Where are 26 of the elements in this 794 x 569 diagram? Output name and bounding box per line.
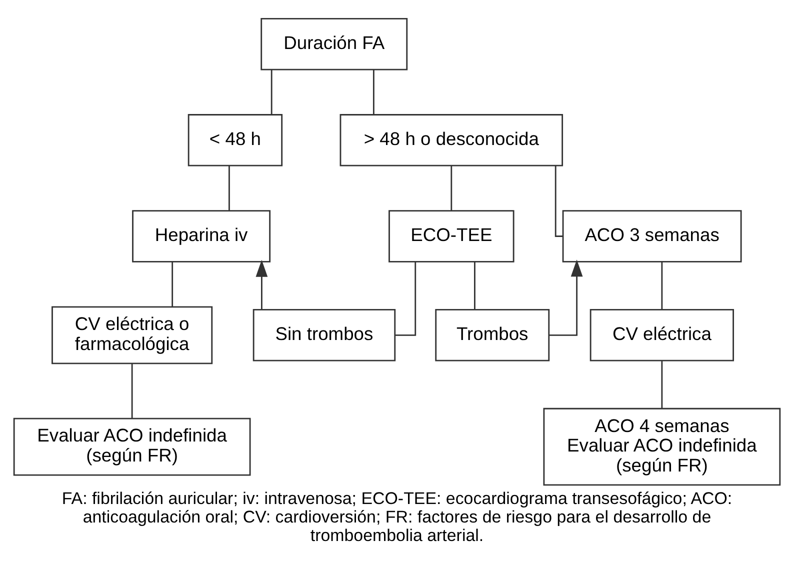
connector [172,261,174,306]
node-box: < 48 h [188,114,283,166]
node-box: CV eléctrica o farmacológica [52,306,213,364]
connector [554,165,563,236]
connector [474,261,476,309]
arrow [256,259,268,310]
connector [228,165,230,210]
connector [131,363,133,418]
node-box: Sin trombos [252,308,396,361]
node-box: ECO-TEE [388,210,514,262]
connector [661,360,663,408]
node-box: > 48 h o desconocida [340,114,564,166]
connector [450,165,452,210]
connector [372,69,374,114]
node-box: ACO 4 semanas Evaluar ACO indefinida (según FR) [543,407,781,486]
node-box: Evaluar ACO indefinida (según FR) [13,417,251,476]
node-box: Duración FA [260,17,408,70]
caption: FA: fibrilación auricular; iv: intravenosa; ECO-TEE: ecocardiograma transesofágico; ACO: anticoagulación oral; CV: cardioversión; FR: factores de riesgo para el desarrollo de tromboembolia arterial. [62,488,732,544]
node-box: Trombos [435,308,550,361]
connector [395,261,416,336]
connector [661,261,663,309]
node-box: Heparina iv [132,210,271,262]
node-box: CV eléctrica [590,308,734,361]
node-box: ACO 3 semanas [562,210,742,262]
arrow [549,259,583,336]
connector [270,69,272,114]
